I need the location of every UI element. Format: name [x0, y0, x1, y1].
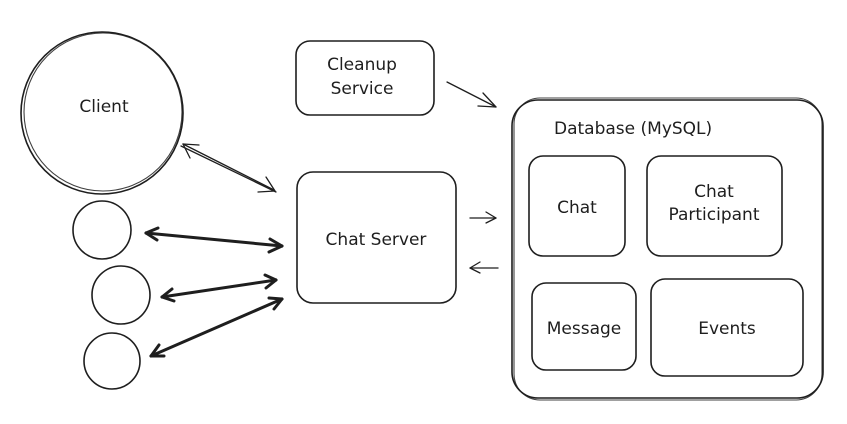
- small-client-node-2: [91, 265, 151, 325]
- arrow-small-client-3-chat-server: [149, 296, 284, 358]
- chat-table-node: Chat: [528, 155, 626, 257]
- small-client-node-1: [72, 200, 132, 260]
- arrow-database-to-chat-server: [469, 261, 499, 274]
- client-node: Client: [20, 31, 184, 195]
- arrow-small-client-2-chat-server: [160, 273, 278, 303]
- cleanup-service-label-line2: Service: [331, 79, 394, 99]
- chat-participant-label-line1: Chat: [694, 182, 734, 202]
- arrow-client-chat-server: [180, 143, 277, 193]
- events-table-label: Events: [698, 319, 756, 339]
- client-label: Client: [79, 97, 129, 117]
- database-container: Database (MySQL): [511, 97, 824, 401]
- chat-server-label: Chat Server: [326, 230, 427, 250]
- cleanup-service-label-line1: Cleanup: [327, 55, 397, 75]
- chat-participant-table-node: Chat Participant: [646, 155, 783, 257]
- arrow-chat-server-to-database: [469, 211, 497, 224]
- chat-server-node: Chat Server: [296, 171, 457, 304]
- arrow-cleanup-to-database: [446, 81, 497, 108]
- chat-table-label: Chat: [557, 198, 597, 218]
- events-table-node: Events: [650, 278, 804, 377]
- small-client-node-3: [83, 332, 141, 390]
- chat-participant-label-line2: Participant: [668, 205, 759, 225]
- database-label: Database (MySQL): [554, 119, 712, 139]
- cleanup-service-node: Cleanup Service: [295, 40, 435, 116]
- message-table-label: Message: [547, 319, 622, 339]
- arrow-small-client-1-chat-server: [144, 226, 284, 254]
- message-table-node: Message: [531, 282, 637, 371]
